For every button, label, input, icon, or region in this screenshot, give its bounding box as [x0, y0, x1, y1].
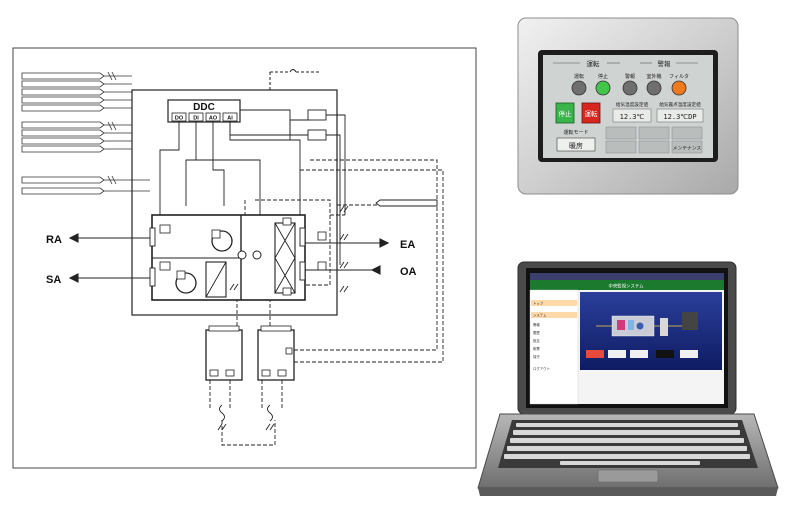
app-header [530, 280, 724, 290]
run-button[interactable]: 運転 [581, 102, 601, 124]
laptop-front-edge [478, 488, 778, 496]
mode-value: 暖房 [569, 141, 583, 150]
heat-exchanger [274, 222, 296, 294]
laptop: 中央監視システム トップ システム 警報 履歴 設定 帳票 保守 ログアウト [477, 261, 779, 496]
menu-item-history[interactable]: 履歴 [533, 330, 540, 335]
lamp-filter-icon [671, 80, 687, 96]
menu-item-report[interactable]: 帳票 [533, 346, 540, 351]
stop-button-label: 停止 [559, 109, 573, 118]
setpoint-2-label: 給気露点温度設定値 [659, 101, 701, 108]
setpoint-2-value[interactable]: 12.3℃DP [663, 113, 696, 121]
setpoint-1-value[interactable]: 12.3℃ [620, 113, 645, 121]
menu-item-alarm[interactable]: 警報 [533, 322, 540, 327]
label-exhaust-air: EA [400, 239, 415, 251]
side-menu [529, 289, 579, 405]
system-diagram-graphics [586, 312, 698, 358]
ddc-enclosure [131, 89, 338, 316]
ddc-label: DDC [193, 102, 215, 113]
soft-key[interactable] [638, 140, 670, 154]
cable-break-marks [229, 205, 349, 293]
touchpad[interactable] [597, 469, 659, 483]
outdoor-unit-1 [205, 325, 243, 381]
control-wiring [159, 109, 346, 265]
soft-key[interactable] [638, 126, 670, 140]
lamp-label-alarm: 警報 [625, 73, 635, 80]
status-lamps: 運転 停止 警報 室外機 フィルタ [571, 73, 689, 96]
io-port-do: DO [175, 116, 184, 122]
maintenance-button[interactable] [671, 140, 703, 154]
mode-label: 運転モード [563, 130, 588, 136]
ahu-schematic: DDC DO DI AO AI [12, 47, 477, 469]
lamp-label-run: 運転 [574, 74, 584, 80]
stop-button[interactable]: 停止 [555, 102, 575, 124]
menu-item-logout[interactable]: ログアウト [533, 366, 550, 371]
menu-item-system[interactable]: システム [533, 313, 547, 318]
lamp-label-stop: 停止 [598, 73, 608, 80]
outdoor-unit-2 [257, 325, 295, 381]
lamp-alarm-icon [622, 80, 638, 96]
remote-control-panel: 運転 警報 運転 停止 警報 室外機 フィルタ 停止 運転 給気温度設定値 [517, 17, 739, 195]
lamp-run-icon [571, 80, 587, 96]
browser-titlebar [530, 273, 724, 280]
lamp-outdoor-unit-icon [646, 80, 662, 96]
group-operation-label: 運転 [587, 59, 601, 68]
airflow-arrows [68, 233, 390, 283]
mode-selector[interactable] [556, 137, 596, 152]
side-menu-items: トップ システム 警報 履歴 設定 帳票 保守 ログアウト [531, 300, 577, 371]
io-port-ao: AO [209, 116, 218, 122]
lamp-label-filter: フィルタ [669, 73, 689, 80]
soft-key[interactable] [605, 126, 637, 140]
label-return-air: RA [46, 234, 62, 246]
label-supply-air: SA [46, 274, 61, 286]
ddc-io-ports: DO DI AO AI [171, 112, 238, 122]
lamp-label-outdoor-unit: 室外機 [646, 73, 661, 80]
keyboard-keys [504, 423, 750, 465]
lamp-stop-icon [595, 80, 611, 96]
setpoint-1-label: 給気温度設定値 [616, 101, 649, 108]
menu-item-settings[interactable]: 設定 [533, 338, 540, 343]
soft-keys [605, 126, 703, 154]
group-alarm-label: 警報 [658, 59, 672, 68]
run-button-label: 運転 [585, 109, 599, 118]
soft-key[interactable] [671, 126, 703, 140]
io-port-ai: AI [227, 116, 233, 122]
menu-item-maintenance[interactable]: 保守 [533, 354, 540, 359]
soft-key[interactable] [605, 140, 637, 154]
app-header-title: 中央監視システム [609, 283, 645, 290]
io-port-di: DI [193, 116, 199, 122]
label-outdoor-air: OA [400, 266, 417, 278]
signal-cables [21, 71, 150, 195]
keyboard [498, 420, 758, 468]
maintenance-button-label: メンテナンス [673, 146, 702, 152]
menu-item-top[interactable]: トップ [533, 301, 544, 306]
